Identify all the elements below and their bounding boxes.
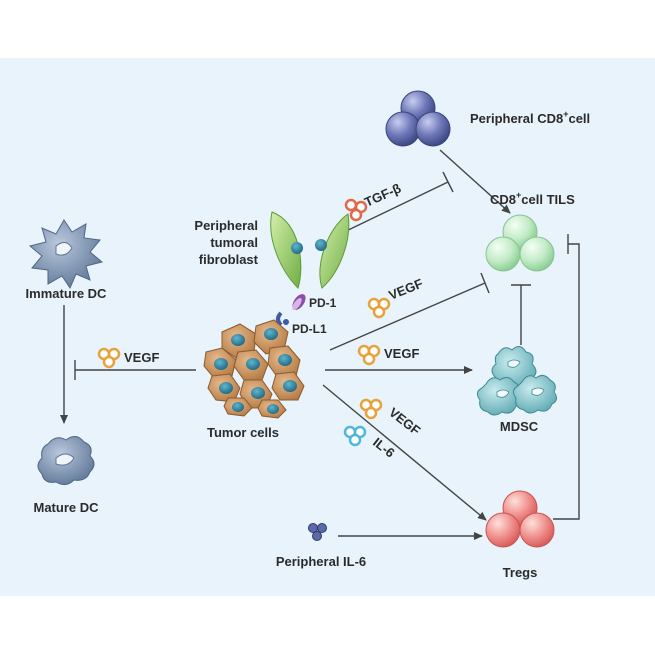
tregs-label: Tregs <box>503 565 538 580</box>
peripheral-il6-dots <box>308 523 327 541</box>
fibroblast-label-line1: Peripheral <box>194 218 258 233</box>
inhibit-vegf-cd8-bar <box>480 272 490 294</box>
peripheral-cd8-cluster <box>385 90 451 147</box>
cd8-tils-label: CD8+cell TILS <box>490 190 575 207</box>
vegf-dc-dots <box>97 347 121 369</box>
inhibit-tgf-beta-bar <box>442 171 454 193</box>
inhibit-vegf-cd8 <box>329 282 486 351</box>
il6-tregs-dots <box>343 425 367 447</box>
arrow-peripheral-cd8-to-tils <box>439 149 511 214</box>
immature-dc-cell <box>28 219 104 290</box>
vegf-dc-label: VEGF <box>124 350 159 365</box>
inhibit-tgf-beta <box>339 181 449 235</box>
fibroblast-label-line3: fibroblast <box>199 252 259 267</box>
fibroblast-label-line2: tumoral <box>210 235 258 250</box>
tregs-cluster <box>485 490 555 548</box>
mature-dc-cell <box>37 436 95 486</box>
mdsc-label: MDSC <box>500 419 539 434</box>
immature-dc-label: Immature DC <box>26 286 108 301</box>
tumor-cells-label: Tumor cells <box>207 425 279 440</box>
peripheral-cd8-label: Peripheral CD8+cell <box>470 109 590 126</box>
mature-dc-label: Mature DC <box>33 500 99 515</box>
peripheral-il6-label: Peripheral IL-6 <box>276 554 366 569</box>
tumor-cell-cluster <box>203 319 305 419</box>
inhibit-tregs-cd8 <box>553 243 580 520</box>
pdl1-ligand <box>276 311 289 327</box>
vegf-mdsc-label: VEGF <box>384 346 419 361</box>
pdl1-label: PD-L1 <box>292 322 327 336</box>
cd8-tils-cluster <box>485 214 555 272</box>
background-panel <box>0 58 655 596</box>
vegf-cd8-dots <box>367 297 391 319</box>
tgf-beta-dots <box>344 198 368 222</box>
vegf-mdsc-dots <box>357 344 381 366</box>
mdsc-cells <box>476 346 558 416</box>
fibroblast-cells <box>270 211 350 289</box>
connectors <box>60 149 580 540</box>
arrow-vegf-il6-tregs <box>322 384 487 521</box>
vegf-tregs-dots <box>359 398 383 420</box>
pd1-label: PD-1 <box>309 296 337 310</box>
pd1-receptor <box>292 294 306 310</box>
